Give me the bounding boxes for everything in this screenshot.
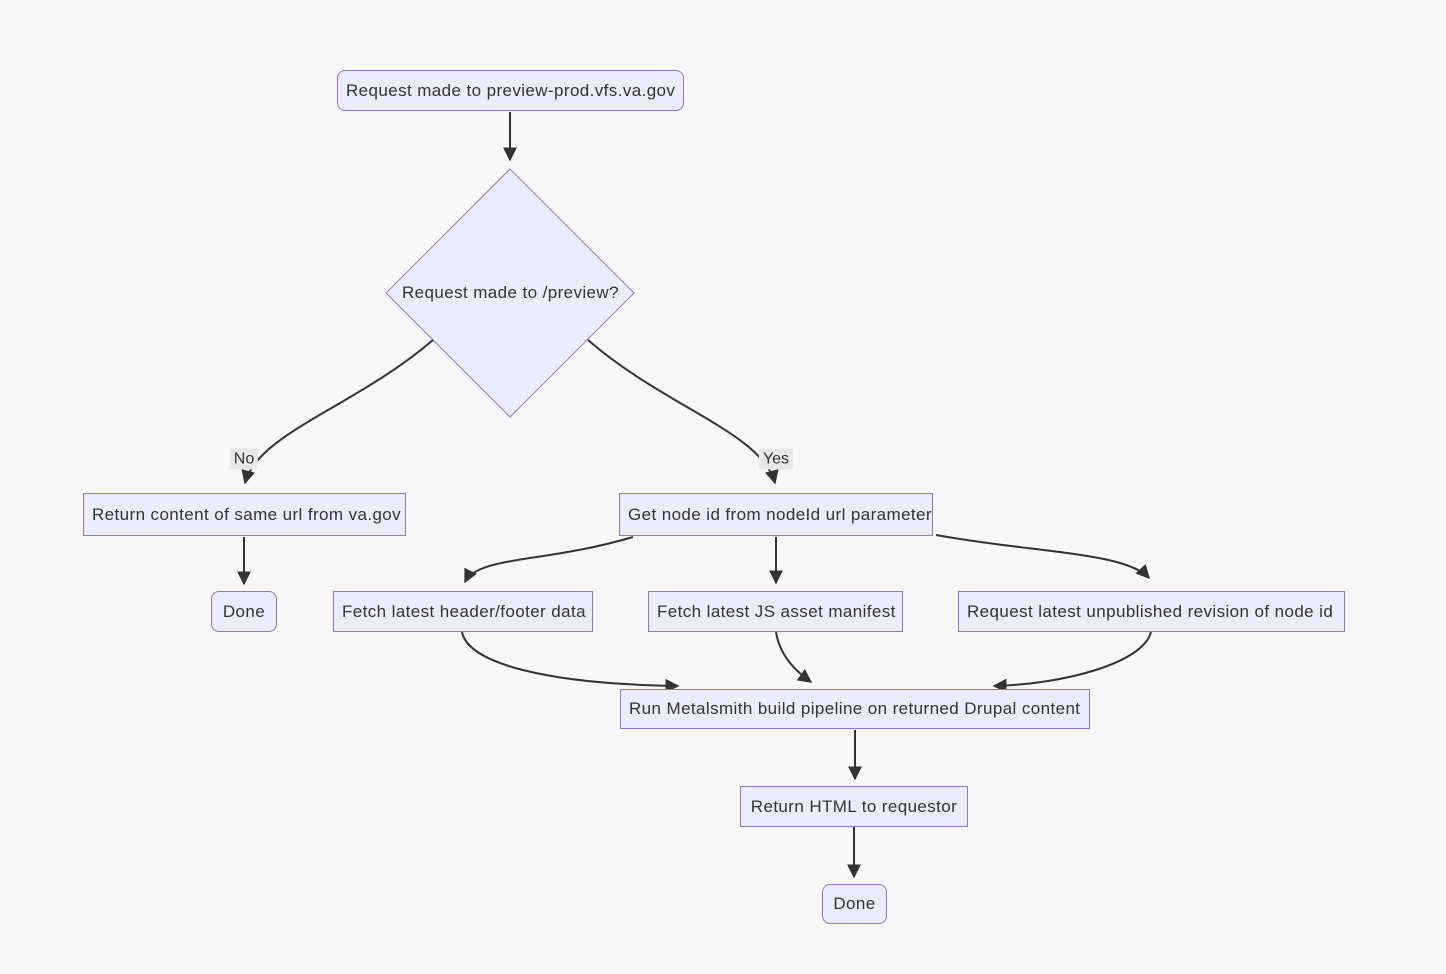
decision-diamond-shape: [385, 168, 635, 418]
node-label: Fetch latest JS asset manifest: [657, 601, 896, 621]
edge-label-no: No: [229, 448, 259, 470]
edge-jsmanifest-metalsmith: [775, 631, 813, 683]
node-label: Fetch latest header/footer data: [342, 601, 586, 621]
node-label: Request latest unpublished revision of n…: [967, 601, 1334, 621]
node-fetch-js-manifest: Fetch latest JS asset manifest: [648, 591, 903, 632]
node-decision: Request made to /preview?: [388, 277, 632, 309]
node-label: Return HTML to requestor: [750, 796, 958, 816]
node-done-bottom: Done: [822, 884, 887, 924]
node-start: Request made to preview-prod.vfs.va.gov: [337, 70, 684, 111]
edge-getnode-headerfooter: [464, 536, 634, 584]
edge-headerfooter-metalsmith: [461, 631, 680, 693]
edge-revision-metalsmith: [992, 631, 1152, 693]
node-label: Get node id from nodeId url parameter: [628, 504, 932, 524]
node-fetch-header-footer: Fetch latest header/footer data: [333, 591, 593, 632]
node-request-revision: Request latest unpublished revision of n…: [958, 591, 1345, 632]
edge-getnode-revision: [935, 534, 1150, 580]
node-label: Request made to preview-prod.vfs.va.gov: [346, 80, 676, 100]
node-label: Request made to /preview?: [402, 283, 619, 302]
node-label: Done: [833, 894, 876, 913]
node-run-metalsmith: Run Metalsmith build pipeline on returne…: [620, 689, 1090, 729]
node-label: Return content of same url from va.gov: [92, 504, 402, 524]
node-return-html: Return HTML to requestor: [740, 786, 968, 827]
node-label: Done: [222, 601, 266, 621]
node-done-left: Done: [211, 591, 277, 632]
edge-decision-no: [241, 339, 434, 485]
node-get-node-id: Get node id from nodeId url parameter: [619, 493, 933, 536]
node-label: Run Metalsmith build pipeline on returne…: [629, 699, 1081, 718]
node-return-same-url: Return content of same url from va.gov: [83, 493, 406, 536]
edge-label-yes: Yes: [758, 448, 794, 470]
edge-decision-yes: [587, 339, 779, 485]
